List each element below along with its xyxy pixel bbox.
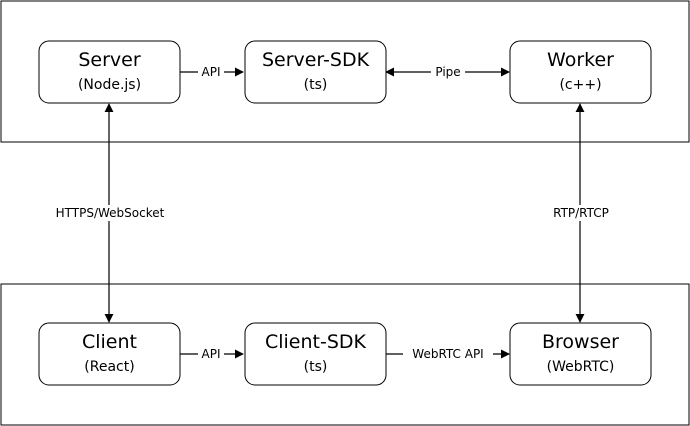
worker-node-box [509, 40, 652, 104]
server-node-box [38, 40, 181, 104]
server-to-server-sdk-label: API [202, 65, 221, 79]
server-client-label: HTTPS/WebSocket [56, 206, 165, 220]
client-sdk-to-browser-label-bg [403, 346, 493, 361]
server-client-label-bg [44, 205, 174, 221]
server-node-subtitle: (Node.js) [78, 77, 141, 93]
client-to-client-sdk-label: API [202, 347, 221, 361]
client-sdk-node-subtitle: (ts) [304, 359, 328, 375]
worker-node: Worker (c++) [509, 40, 652, 104]
server-sdk-node-title: Server-SDK [262, 49, 370, 71]
server-to-server-sdk-label-bg [198, 64, 224, 79]
client-node-subtitle: (React) [84, 359, 134, 375]
client-sdk-node: Client-SDK (ts) [244, 322, 387, 386]
server-sdk-node-box [244, 40, 387, 104]
browser-node-box [509, 322, 652, 386]
client-sdk-node-title: Client-SDK [265, 331, 367, 353]
client-sdk-to-browser-label: WebRTC API [412, 347, 483, 361]
browser-node-subtitle: (WebRTC) [547, 359, 615, 375]
server-node-title: Server [78, 49, 140, 71]
worker-browser-label: RTP/RTCP [553, 206, 609, 220]
worker-node-title: Worker [547, 49, 614, 71]
worker-node-subtitle: (c++) [559, 77, 601, 93]
server-sdk-worker-label-bg [431, 64, 465, 79]
client-sdk-node-box [244, 322, 387, 386]
client-node: Client (React) [38, 322, 181, 386]
client-node-box [38, 322, 181, 386]
server-sdk-worker-label: Pipe [435, 65, 460, 79]
client-node-title: Client [82, 331, 137, 353]
client-to-client-sdk-label-bg [198, 346, 224, 361]
server-sdk-node: Server-SDK (ts) [244, 40, 387, 104]
browser-node: Browser (WebRTC) [509, 322, 652, 386]
browser-node-title: Browser [542, 331, 619, 353]
server-sdk-node-subtitle: (ts) [304, 77, 328, 93]
server-node: Server (Node.js) [38, 40, 181, 104]
worker-browser-label-bg [540, 205, 622, 221]
